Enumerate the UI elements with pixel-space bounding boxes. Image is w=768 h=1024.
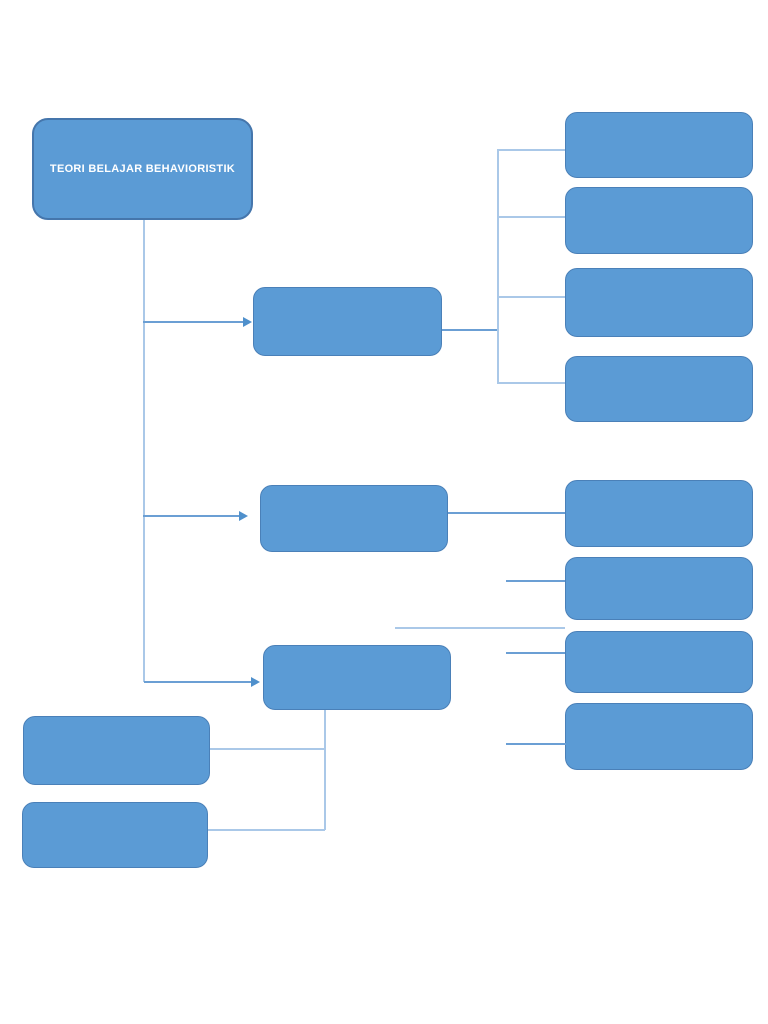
- connector-arrow-branch-1: [143, 321, 243, 323]
- connector-arrow-branch-3: [144, 681, 251, 683]
- node-leaf-2d: [565, 703, 753, 770]
- node-leaf-1a: [565, 112, 753, 178]
- connector-group1-stub-1b: [497, 216, 565, 218]
- arrowhead-branch-3: [251, 677, 260, 687]
- node-leaf-3a: [23, 716, 210, 785]
- node-leaf-2a: [565, 480, 753, 547]
- connector-group1-feed: [442, 329, 498, 331]
- arrowhead-branch-2: [239, 511, 248, 521]
- node-leaf-1c: [565, 268, 753, 337]
- connector-group2-feed: [448, 512, 565, 514]
- root-label: TEORI BELAJAR BEHAVIORISTIK: [49, 163, 236, 175]
- connector-trunk: [143, 220, 145, 682]
- node-leaf-2c: [565, 631, 753, 693]
- connector-group2-long-line: [395, 627, 565, 629]
- connector-group1-stub-1a: [497, 149, 565, 151]
- arrowhead-branch-1: [243, 317, 252, 327]
- node-branch-1: [253, 287, 442, 356]
- node-leaf-3b: [22, 802, 208, 868]
- node-leaf-1d: [565, 356, 753, 422]
- connector-bottom-branch-3a: [210, 748, 325, 750]
- connector-group2-stub-2d: [506, 743, 566, 745]
- connector-group2-stub-2c: [506, 652, 565, 654]
- connector-group1-stub-1c: [497, 296, 565, 298]
- node-branch-3: [263, 645, 451, 710]
- connector-group2-stub-2b: [506, 580, 565, 582]
- node-root: TEORI BELAJAR BEHAVIORISTIK: [32, 118, 253, 220]
- connector-group1-stub-1d: [497, 382, 565, 384]
- connector-bottom-vertical: [324, 710, 326, 830]
- connector-bottom-branch-3b: [208, 829, 325, 831]
- node-leaf-2b: [565, 557, 753, 620]
- connector-arrow-branch-2: [143, 515, 239, 517]
- node-leaf-1b: [565, 187, 753, 254]
- connector-group1-vertical: [497, 150, 499, 384]
- node-branch-2: [260, 485, 448, 552]
